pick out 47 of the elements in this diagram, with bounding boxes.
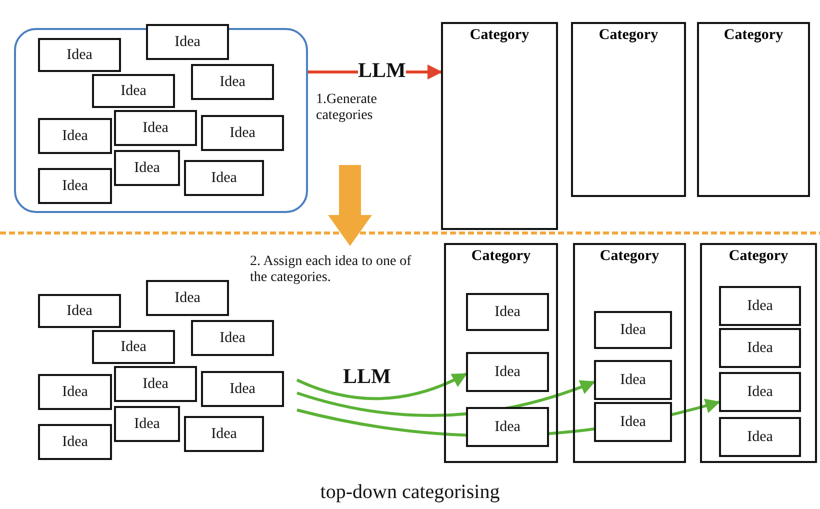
idea-card: Idea	[38, 38, 121, 72]
idea-card: Idea	[594, 311, 672, 349]
idea-card: Idea	[184, 160, 264, 196]
idea-card: Idea	[38, 424, 112, 460]
idea-card: Idea	[38, 168, 112, 204]
idea-card: Idea	[201, 115, 284, 151]
idea-card: Idea	[38, 294, 121, 328]
idea-card: Idea	[146, 24, 229, 60]
idea-card: Idea	[594, 402, 672, 442]
idea-card: Idea	[146, 280, 229, 316]
idea-card: Idea	[466, 407, 549, 447]
idea-card: Idea	[38, 374, 112, 410]
idea-card: Idea	[719, 417, 801, 457]
idea-card: Idea	[201, 371, 284, 407]
idea-card: Idea	[114, 366, 197, 402]
category-heading: Category	[470, 248, 532, 265]
step-note: 2. Assign each idea to one of the categories.	[250, 254, 412, 286]
category-column	[444, 243, 558, 463]
category-column	[697, 22, 810, 197]
idea-card: Idea	[191, 64, 274, 100]
idea-card: Idea	[92, 74, 175, 108]
arrow	[296, 372, 468, 400]
category-column	[441, 22, 558, 230]
category-heading: Category	[722, 27, 784, 44]
model-label: LLM	[343, 364, 392, 389]
idea-card: Idea	[719, 328, 801, 368]
idea-card: Idea	[114, 406, 180, 442]
caption: top-down categorising	[319, 481, 501, 504]
category-heading: Category	[728, 248, 790, 265]
category-column	[700, 243, 817, 463]
idea-card: Idea	[38, 118, 112, 154]
category-column	[571, 22, 686, 197]
step-note: 1.Generate categories	[316, 92, 378, 124]
idea-card: Idea	[466, 293, 549, 331]
category-heading: Category	[598, 248, 660, 265]
idea-card: Idea	[114, 150, 180, 186]
idea-card: Idea	[719, 372, 801, 412]
idea-card: Idea	[594, 360, 672, 400]
idea-card: Idea	[191, 320, 274, 356]
idea-card: Idea	[719, 286, 801, 326]
idea-card: Idea	[114, 110, 197, 146]
category-column	[573, 243, 686, 463]
category-heading: Category	[468, 27, 530, 44]
category-heading: Category	[598, 27, 660, 44]
idea-card: Idea	[184, 416, 264, 452]
idea-card: Idea	[466, 352, 549, 392]
idea-card: Idea	[92, 330, 175, 364]
